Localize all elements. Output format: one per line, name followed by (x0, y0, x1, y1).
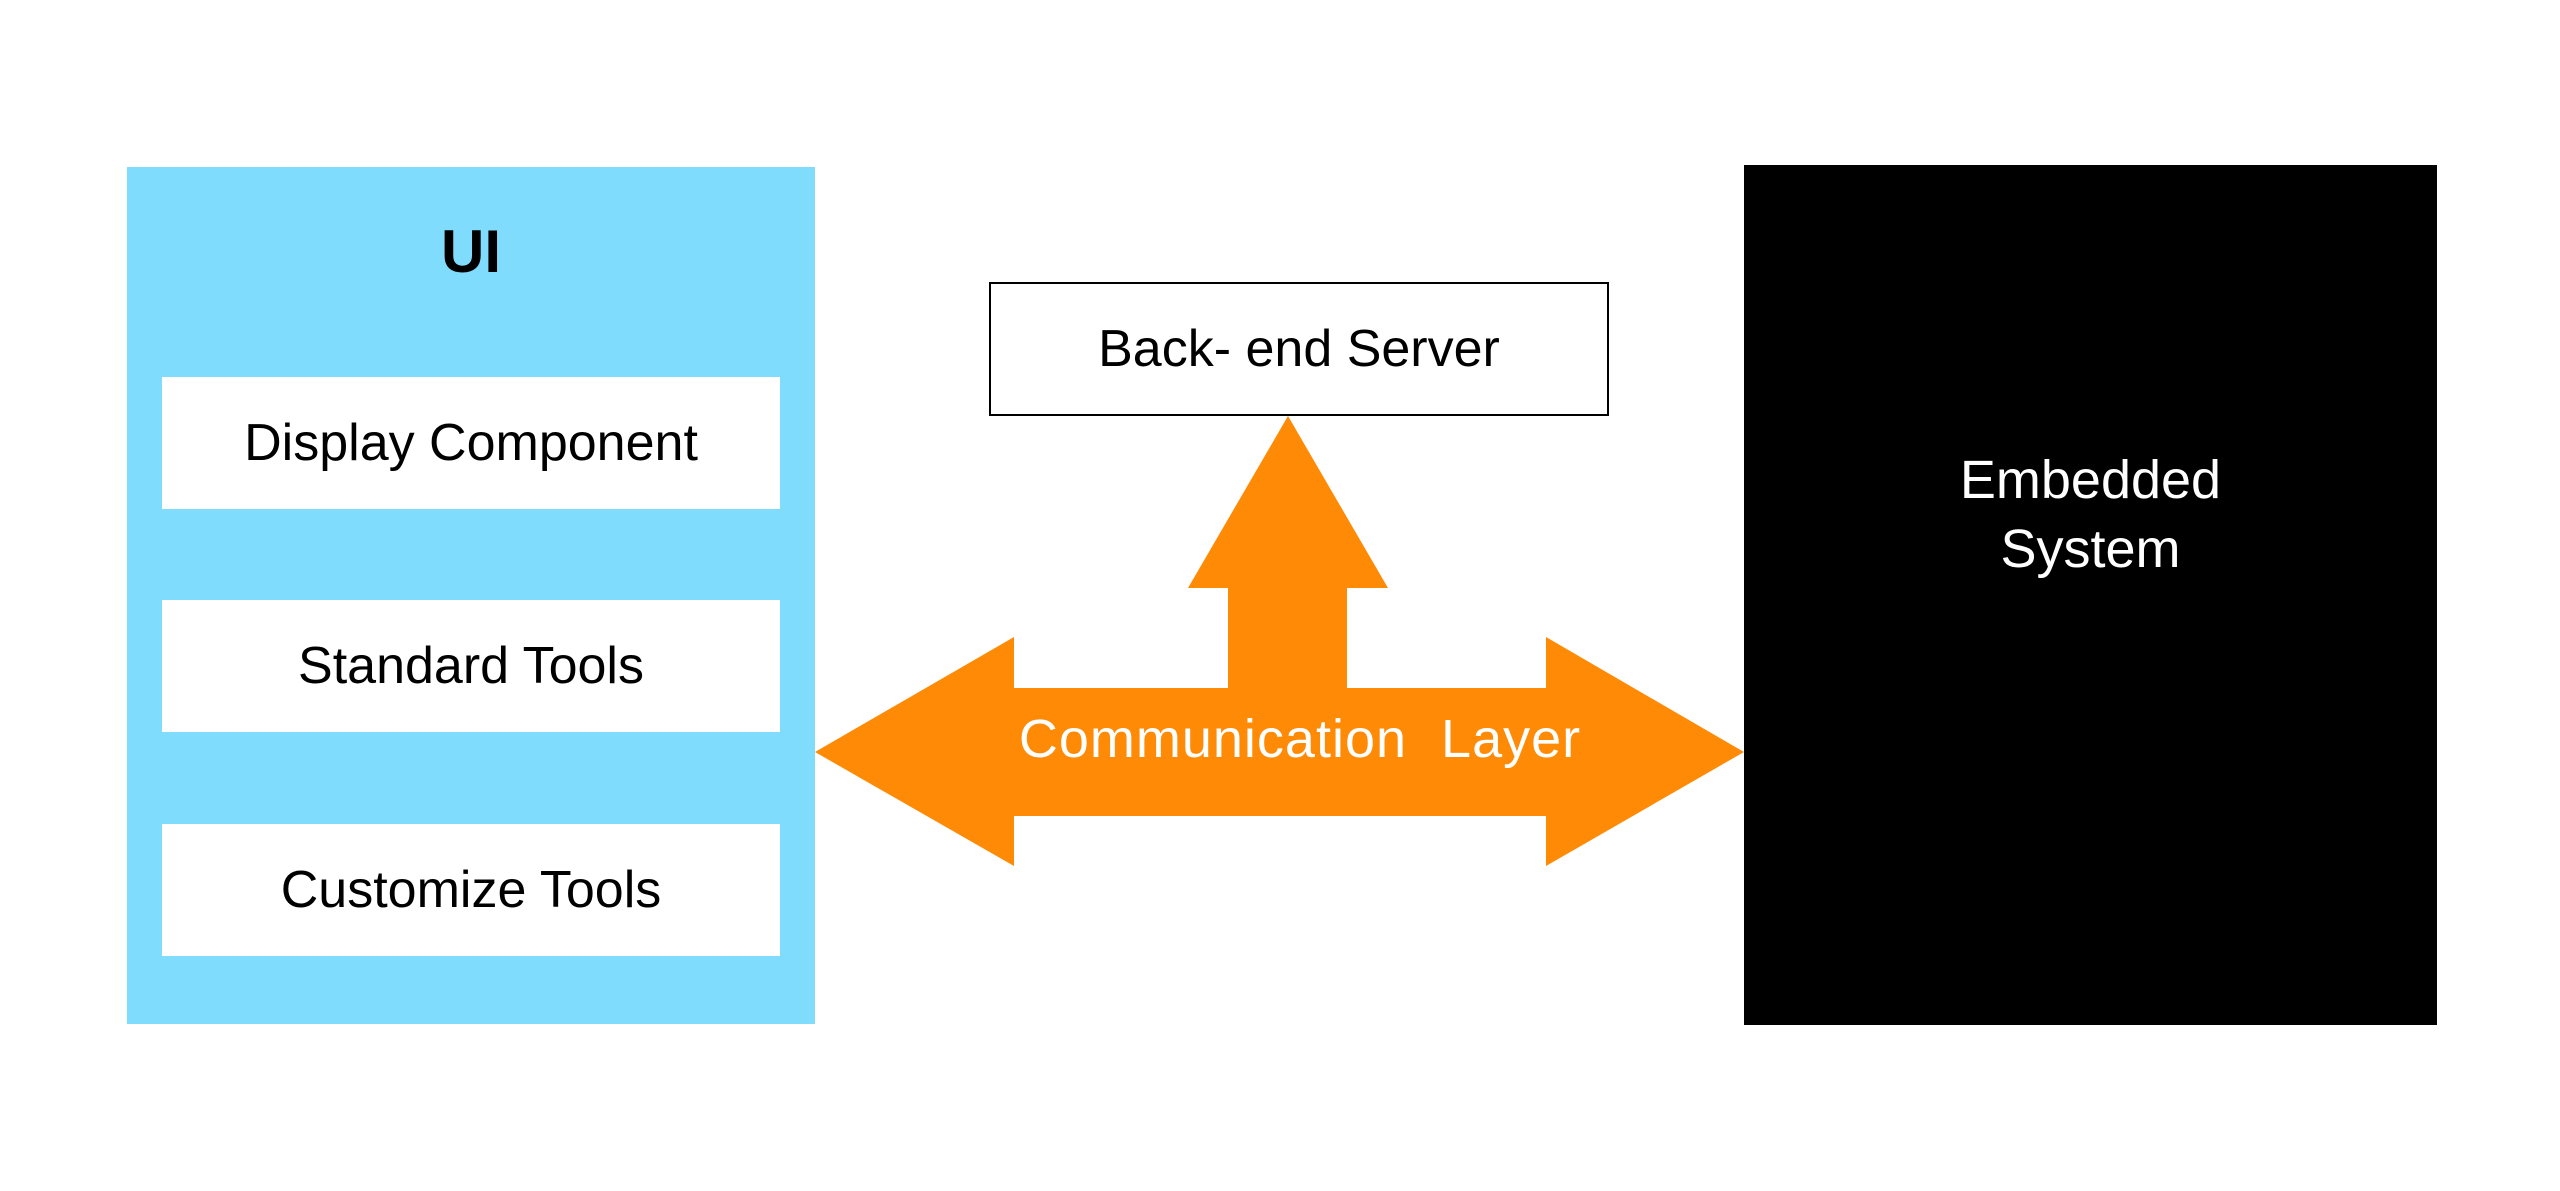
backend-server-box: Back- end Server (989, 282, 1609, 416)
ui-panel: UI Display Component Standard Tools Cust… (127, 167, 815, 1024)
communication-layer-label: Communication Layer (1018, 709, 1582, 769)
standard-tools-box: Standard Tools (162, 600, 780, 732)
embedded-system-label: Embedded System (1959, 449, 2222, 579)
communication-arrow-icon (815, 416, 1744, 866)
backend-server-label: Back- end Server (1098, 320, 1500, 378)
customize-tools-box: Customize Tools (162, 824, 780, 956)
display-component-box: Display Component (162, 377, 780, 509)
embedded-system-panel: Embedded System (1744, 165, 2437, 1025)
ui-title: UI (441, 218, 501, 285)
